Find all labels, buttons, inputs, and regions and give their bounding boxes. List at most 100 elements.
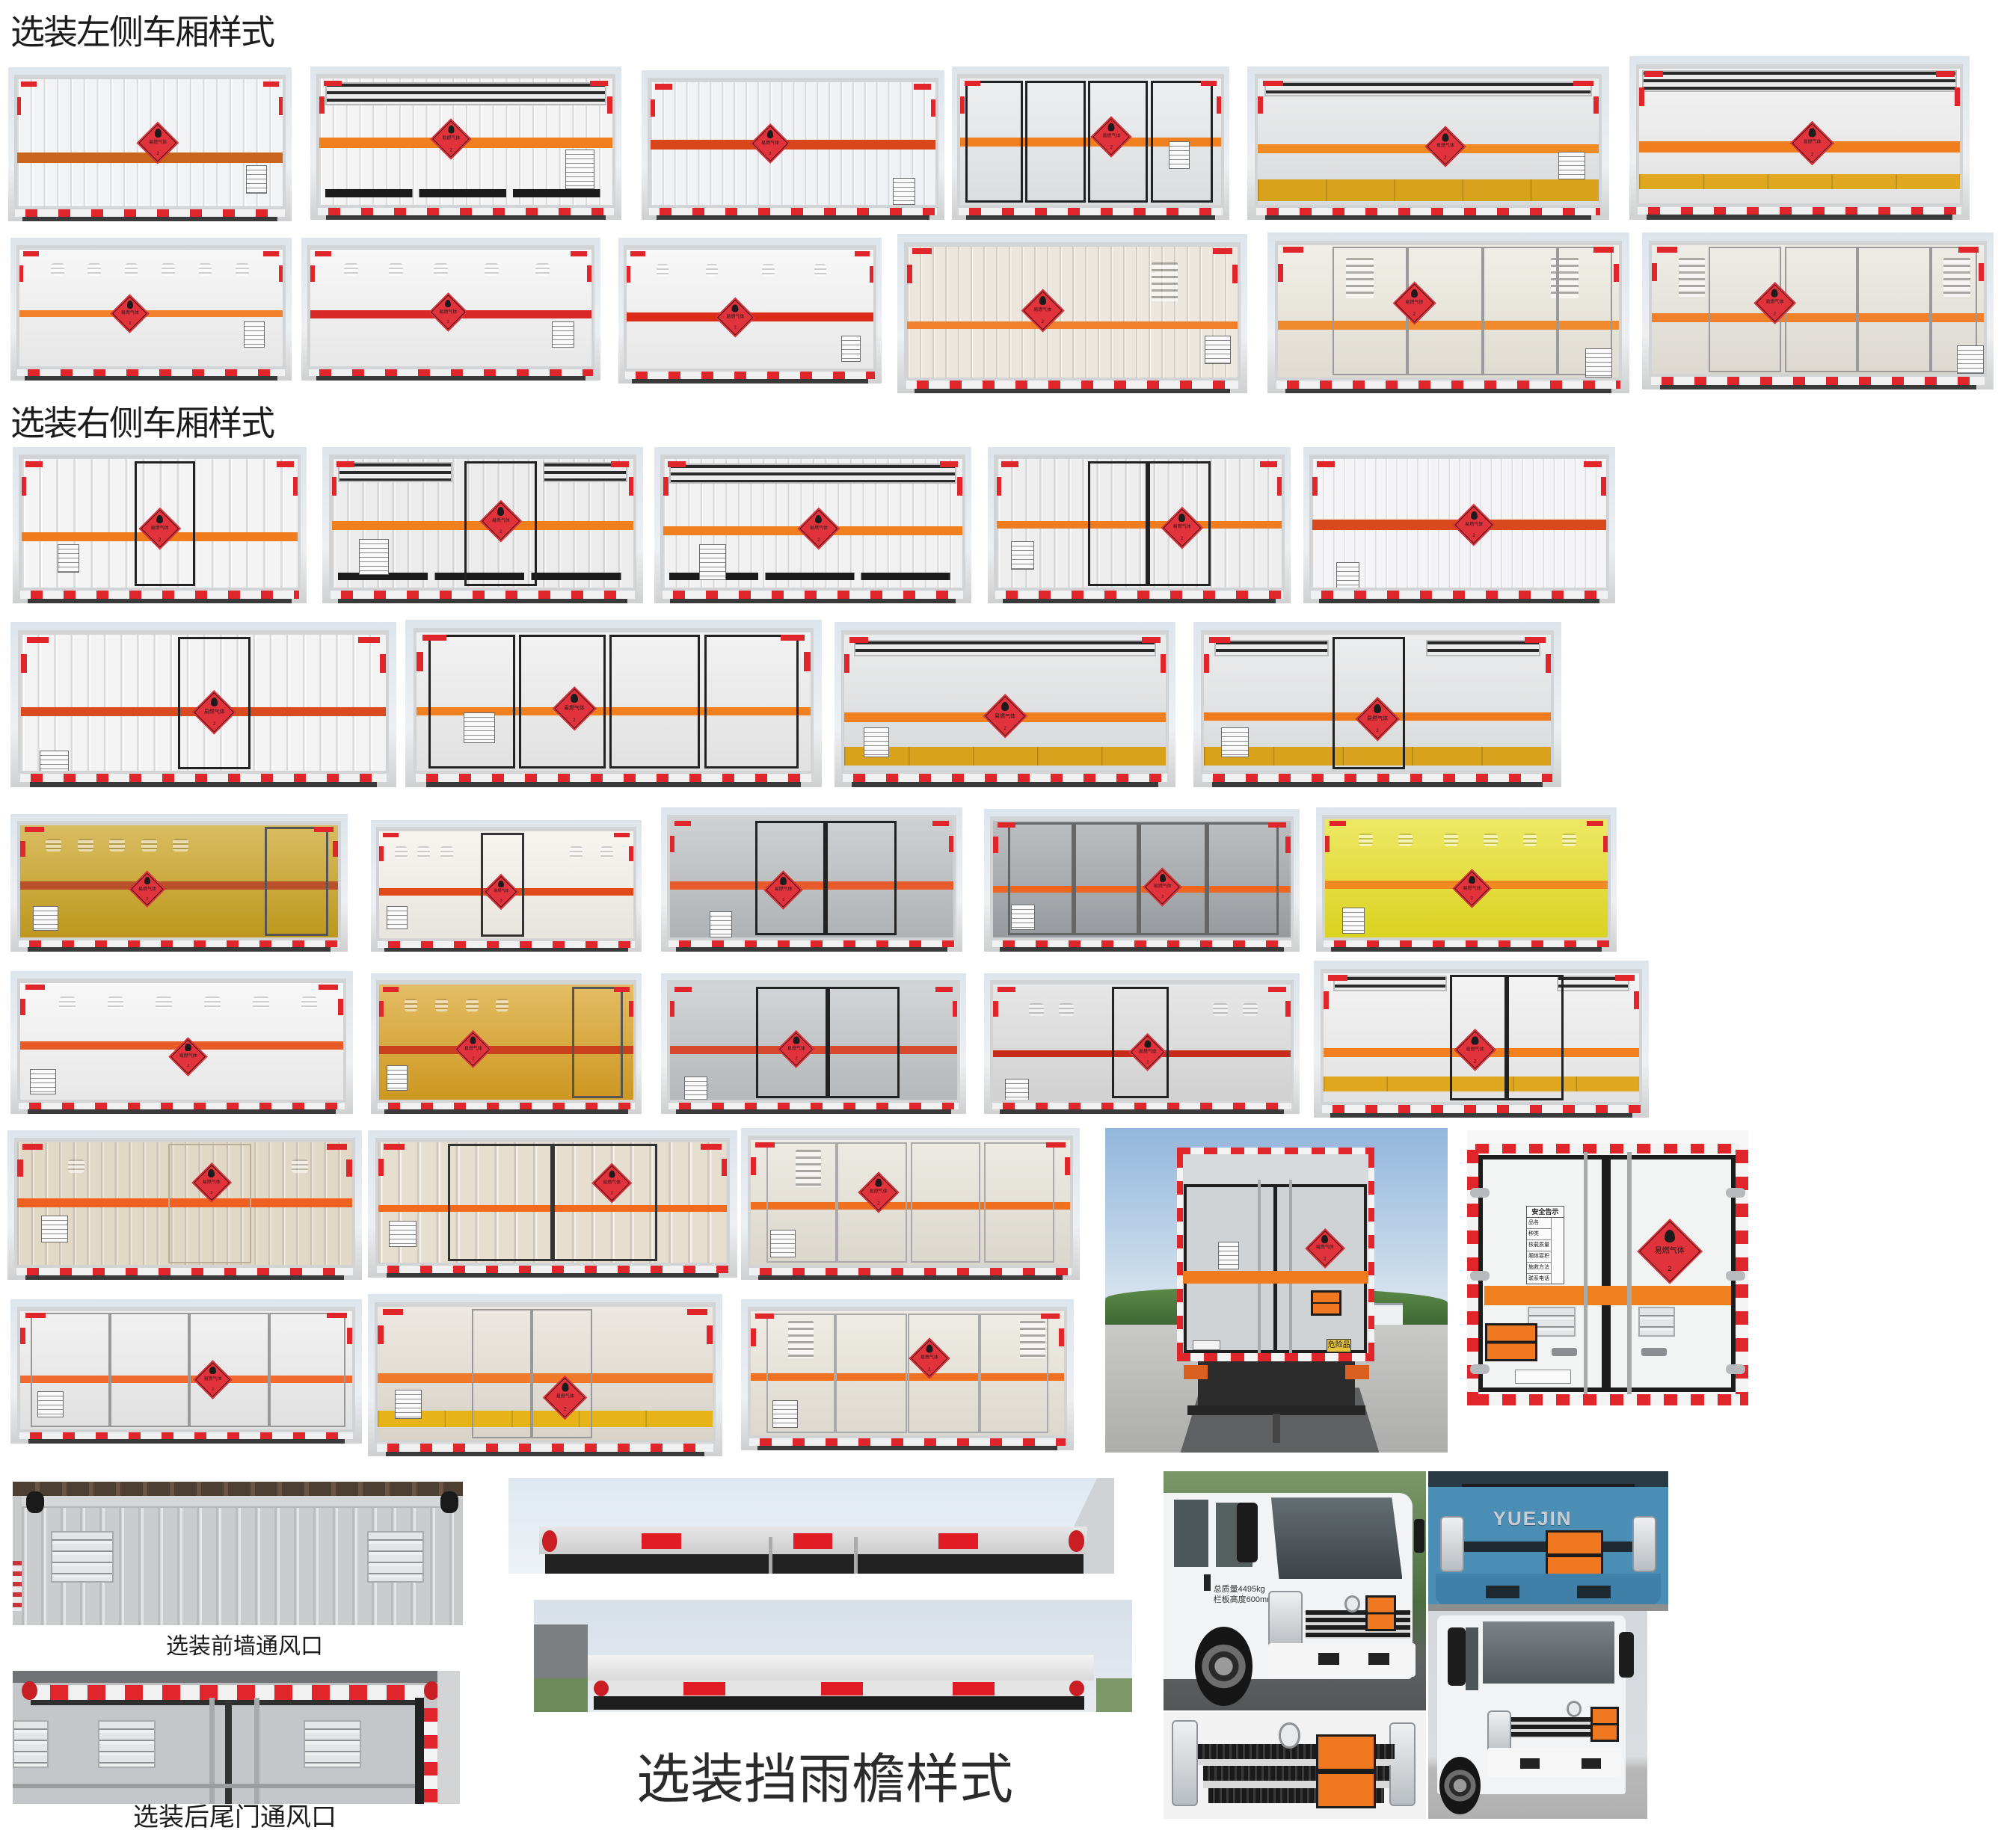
rear-door-vent-caption: 选装后尾门通风口 — [133, 1803, 336, 1832]
warning-stripe — [20, 881, 338, 890]
reflective-bottom-strip — [1639, 173, 1960, 189]
reflector-rail — [649, 208, 937, 215]
placard-class-number: 2 — [472, 1056, 475, 1062]
safety-notice-row: 种类 — [1526, 1229, 1552, 1241]
flame-icon — [609, 1170, 615, 1178]
flame-icon — [926, 1344, 933, 1353]
cargo-door — [428, 634, 515, 769]
chassis-frame — [670, 598, 956, 603]
reflector-mark — [570, 250, 588, 256]
safety-notice-board — [1585, 348, 1613, 378]
reflector-mark — [1276, 477, 1282, 496]
flame-icon — [144, 877, 150, 885]
top-rail — [22, 1496, 454, 1508]
reflector-mark — [336, 461, 354, 467]
reflector-mark — [1267, 822, 1286, 828]
flame-icon — [497, 507, 505, 516]
placard-text: 易燃气体 — [726, 315, 745, 320]
safety-notice-board — [565, 149, 595, 190]
manufacturer-plate — [1514, 1370, 1572, 1384]
reflector-mark — [379, 846, 384, 861]
placard-text: 易燃气体 — [1153, 884, 1172, 890]
cargo-door — [983, 1142, 1054, 1263]
safety-notice-board — [30, 1069, 56, 1095]
reflector-mark — [1141, 636, 1161, 643]
corner-fitting-icon — [26, 1491, 45, 1514]
reflector-mark — [674, 821, 692, 827]
reflector-rail — [1256, 207, 1600, 215]
trees-right — [1096, 1678, 1132, 1712]
front-bumper — [1268, 1643, 1416, 1678]
placard-text: 易燃气体 — [1466, 1047, 1484, 1053]
reflector-rail — [415, 774, 812, 783]
chassis-frame — [22, 216, 278, 221]
reflector-mark — [22, 1144, 43, 1150]
vent-slot-icon — [1243, 1002, 1258, 1016]
door-seal — [30, 1700, 416, 1706]
vent-slot-icon — [198, 263, 212, 277]
chassis-frame — [27, 598, 292, 603]
cargo-door — [519, 634, 606, 769]
reflector-mark — [1978, 262, 1984, 281]
cargo-door — [907, 1313, 980, 1434]
reflector-mark — [314, 250, 332, 256]
chassis-frame — [385, 1451, 705, 1456]
lock-rod — [253, 1697, 260, 1804]
reflector-rail — [668, 1102, 959, 1110]
safety-notice-board — [1005, 1079, 1030, 1100]
chassis-frame — [676, 1109, 951, 1114]
reflector-mark — [25, 984, 45, 990]
reflector-mark — [1232, 265, 1238, 283]
orange-hazard-plate — [1311, 1290, 1342, 1316]
placard-class-number: 2 — [1324, 1257, 1327, 1262]
reflector-mark — [314, 827, 334, 833]
vent-slot-icon — [1029, 1002, 1044, 1016]
flame-icon — [815, 514, 823, 523]
reflector-mark — [20, 1327, 26, 1344]
cargo-door — [1087, 461, 1148, 586]
rear-door-vent-photo — [13, 1671, 460, 1804]
ground — [1428, 1604, 1668, 1611]
flame-icon — [766, 130, 774, 138]
chassis — [1197, 1361, 1356, 1408]
reflector-rail — [992, 940, 1292, 948]
hinge-icon — [1725, 1188, 1746, 1198]
hinge-icon — [1469, 1270, 1490, 1281]
vent-slot-icon — [440, 846, 453, 858]
flame-icon — [470, 1036, 476, 1044]
rear-bumper — [1187, 1405, 1366, 1416]
chassis-frame — [425, 782, 802, 787]
tail-lamp-icon — [21, 1681, 37, 1701]
hinge-icon — [1469, 1188, 1490, 1198]
vent-slot-icon — [109, 839, 126, 851]
warning-stripe — [670, 881, 953, 890]
warning-stripe — [16, 153, 283, 163]
chassis-frame — [757, 1275, 1063, 1280]
cargo-door — [471, 1308, 532, 1438]
placard-class-number: 2 — [1146, 1060, 1149, 1065]
reflector-mark — [1323, 991, 1329, 1009]
placard-text: 易燃气体 — [1315, 1245, 1334, 1251]
flame-icon — [1771, 289, 1778, 298]
safety-notice-board — [358, 538, 390, 576]
placard-class-number: 2 — [146, 896, 149, 902]
brand-logo-icon — [1279, 1722, 1300, 1749]
cargo-door — [448, 1144, 553, 1261]
chassis-frame — [676, 947, 947, 952]
